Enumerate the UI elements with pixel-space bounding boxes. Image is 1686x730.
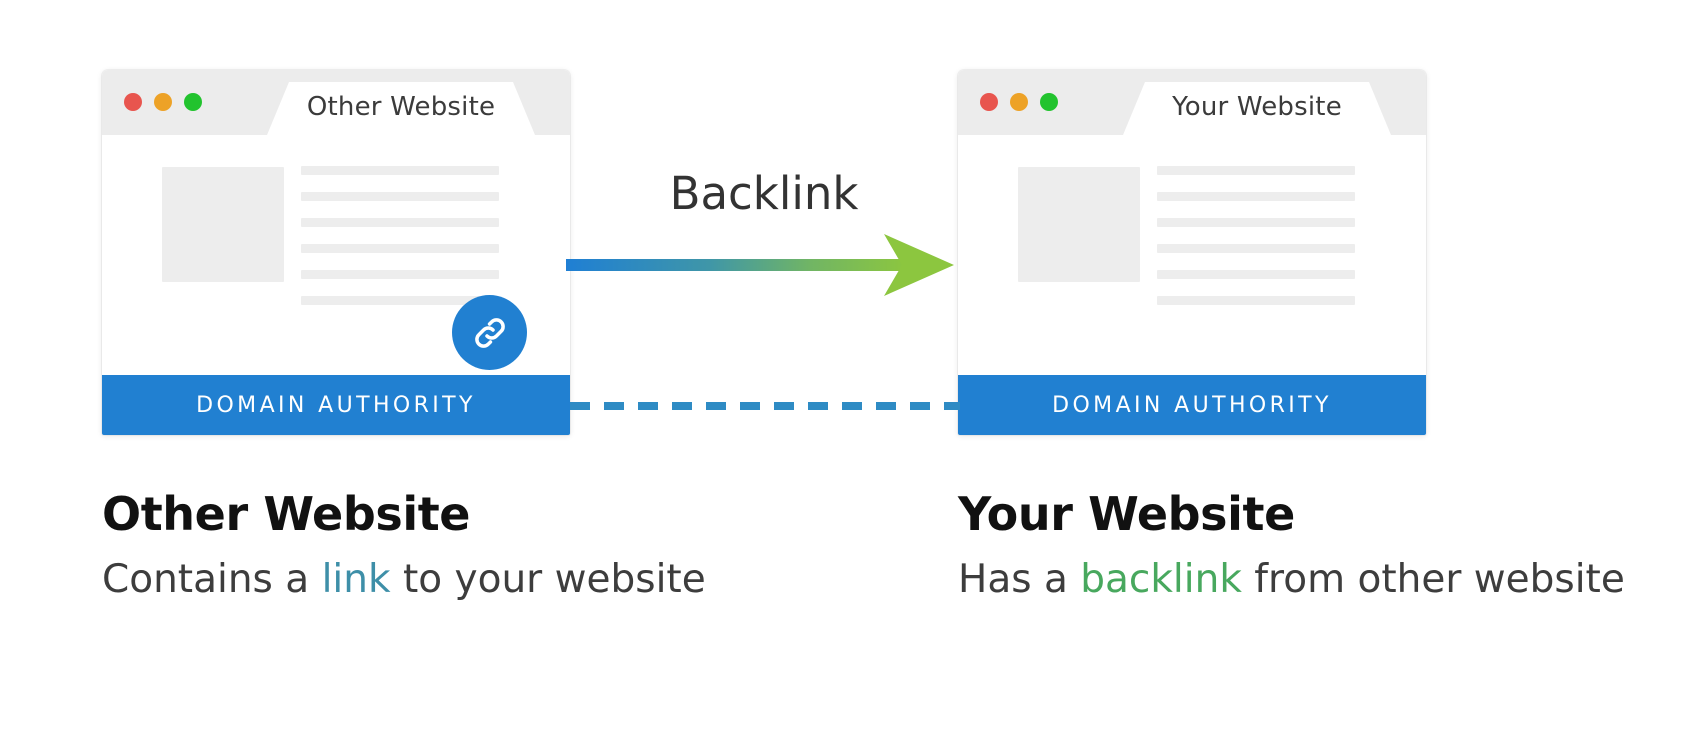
- caption-subtitle: Has a backlink from other website: [958, 557, 1658, 603]
- browser-chrome-bar: Your Website: [958, 70, 1426, 135]
- text-line: [301, 270, 499, 279]
- browser-tab-other-website[interactable]: Other Website: [267, 82, 535, 135]
- link-badge[interactable]: [452, 295, 527, 370]
- text-line-group: [1157, 166, 1355, 305]
- domain-authority-dashed-line: [570, 402, 960, 410]
- caption-title: Your Website: [958, 487, 1295, 541]
- page-content-other-website: [102, 135, 570, 375]
- text-line: [1157, 270, 1355, 279]
- domain-authority-label: DOMAIN AUTHORITY: [1052, 392, 1332, 418]
- text-line: [301, 166, 499, 175]
- caption-your-website: Your Website Has a backlink from other w…: [958, 490, 1658, 602]
- domain-authority-bar: DOMAIN AUTHORITY: [958, 375, 1426, 435]
- backlink-label: Backlink: [669, 167, 859, 220]
- browser-chrome-bar: Other Website: [102, 70, 570, 135]
- caption-title: Other Website: [102, 487, 471, 541]
- image-placeholder: [1018, 167, 1140, 282]
- traffic-light-group: [124, 93, 202, 111]
- caption-backlink-word[interactable]: backlink: [1080, 557, 1242, 603]
- traffic-light-group: [980, 93, 1058, 111]
- caption-subtitle: Contains a link to your website: [102, 557, 802, 603]
- caption-sub-suffix: from other website: [1241, 557, 1625, 603]
- browser-card-your-website: Your Website DOMAIN AUTHORITY: [958, 70, 1426, 435]
- minimize-dot-icon[interactable]: [1010, 93, 1028, 111]
- caption-sub-suffix: to your website: [390, 557, 706, 603]
- caption-sub-prefix: Contains a: [102, 557, 322, 603]
- backlink-arrow: [566, 234, 962, 296]
- caption-other-website: Other Website Contains a link to your we…: [102, 490, 802, 602]
- link-icon: [470, 313, 510, 353]
- image-placeholder: [162, 167, 284, 282]
- text-line: [1157, 244, 1355, 253]
- text-line: [1157, 296, 1355, 305]
- page-content-your-website: [958, 135, 1426, 375]
- text-line: [301, 296, 499, 305]
- domain-authority-label: DOMAIN AUTHORITY: [196, 392, 476, 418]
- close-dot-icon[interactable]: [980, 93, 998, 111]
- maximize-dot-icon[interactable]: [1040, 93, 1058, 111]
- text-line: [1157, 218, 1355, 227]
- browser-tab-title: Your Website: [1172, 92, 1342, 122]
- minimize-dot-icon[interactable]: [154, 93, 172, 111]
- caption-link-word[interactable]: link: [321, 557, 391, 603]
- close-dot-icon[interactable]: [124, 93, 142, 111]
- browser-card-other-website: Other Website: [102, 70, 570, 435]
- text-line: [301, 192, 499, 201]
- text-line: [1157, 166, 1355, 175]
- text-line: [301, 218, 499, 227]
- browser-tab-title: Other Website: [306, 92, 496, 122]
- browser-tab-your-website[interactable]: Your Website: [1123, 82, 1391, 135]
- maximize-dot-icon[interactable]: [184, 93, 202, 111]
- text-line: [1157, 192, 1355, 201]
- text-line-group: [301, 166, 499, 305]
- caption-sub-prefix: Has a: [958, 557, 1081, 603]
- text-line: [301, 244, 499, 253]
- domain-authority-bar: DOMAIN AUTHORITY: [102, 375, 570, 435]
